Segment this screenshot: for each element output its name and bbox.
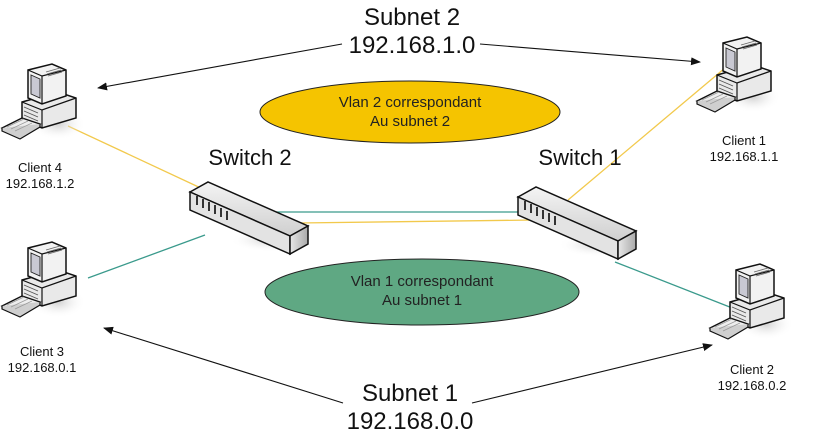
- client2-computer-icon: [709, 263, 795, 341]
- client3-computer-icon: [1, 241, 87, 319]
- link-switch1-client1: [567, 67, 726, 201]
- link-client4-switch2: [67, 125, 206, 191]
- vlan1-label: Vlan 1 correspondant Au subnet 1: [312, 272, 532, 310]
- switch2-label: Switch 2: [208, 145, 292, 170]
- client2-label: Client 2 192.168.0.2: [712, 362, 792, 394]
- subnet1-address: 192.168.0.0: [346, 408, 474, 435]
- vlan1-ellipse: [264, 258, 580, 326]
- client1-name: Client 1: [721, 133, 767, 148]
- vlan2-links: [67, 67, 726, 224]
- subnet1-label: Subnet 1 192.168.0.0: [340, 380, 480, 436]
- client1-computer-icon: [696, 36, 782, 114]
- vlan1-line2: Au subnet 1: [381, 292, 463, 309]
- client3-label: Client 3 192.168.0.1: [2, 344, 82, 376]
- vlan2-line2: Au subnet 2: [369, 113, 451, 130]
- link-switch2-switch1-vlan2: [297, 219, 536, 224]
- client4-name: Client 4: [17, 160, 63, 175]
- client2-ip: 192.168.0.2: [717, 378, 787, 393]
- subnet2-label: Subnet 2 192.168.1.0: [342, 4, 482, 60]
- vlan1-links: [87, 211, 746, 314]
- subnet1-arrow-right: [471, 343, 713, 404]
- link-switch1-client2: [614, 261, 746, 314]
- client2-name: Client 2: [729, 362, 775, 377]
- client4-label: Client 4 192.168.1.2: [0, 160, 80, 192]
- switch2-icon: [189, 181, 311, 255]
- client1-label: Client 1 192.168.1.1: [704, 133, 784, 165]
- vlan1-line1: Vlan 1 correspondant: [350, 273, 494, 290]
- subnet2-arrow-left: [97, 43, 343, 91]
- subnet1-name: Subnet 1: [361, 380, 459, 407]
- client3-name: Client 3: [19, 344, 65, 359]
- client4-ip: 192.168.1.2: [5, 176, 75, 191]
- subnet2-address: 192.168.1.0: [348, 32, 476, 59]
- vlan2-ellipse: [259, 80, 561, 144]
- vlan2-line1: Vlan 2 correspondant: [338, 94, 482, 111]
- vlan2-label: Vlan 2 correspondant Au subnet 2: [300, 93, 520, 131]
- client3-ip: 192.168.0.1: [7, 360, 77, 375]
- subnet-arrows: [97, 43, 713, 404]
- subnet2-arrow-right: [479, 43, 701, 66]
- link-client3-switch2: [87, 234, 206, 279]
- client1-ip: 192.168.1.1: [709, 149, 779, 164]
- subnet1-arrow-left: [103, 326, 344, 404]
- client4-computer-icon: [1, 63, 87, 141]
- switch1-icon: [517, 186, 639, 260]
- subnet2-name: Subnet 2: [363, 4, 461, 31]
- switch1-label: Switch 1: [538, 145, 622, 170]
